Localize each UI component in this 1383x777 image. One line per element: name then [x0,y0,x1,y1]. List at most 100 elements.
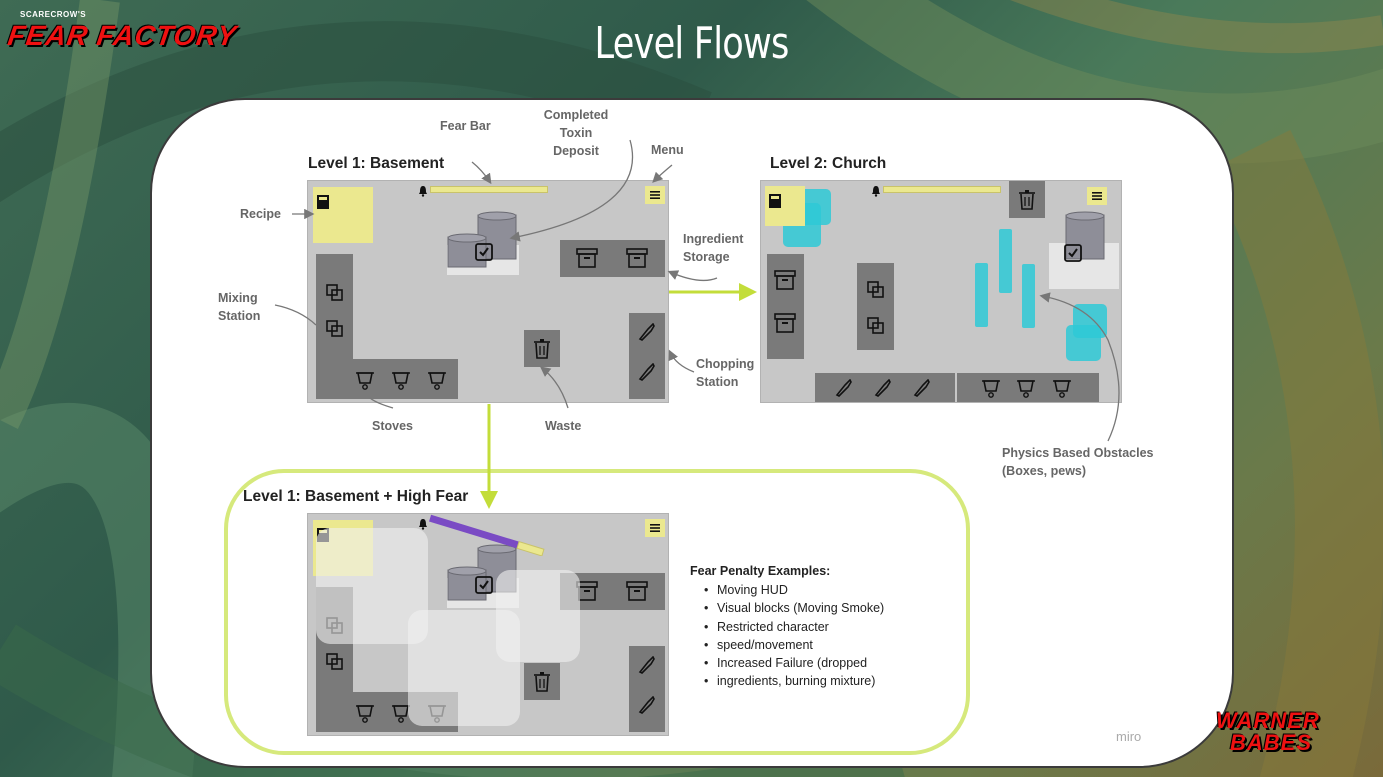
storage-box-icon [576,248,598,268]
ingredient-storage-counter [767,254,804,359]
fear-bar [883,186,1001,193]
stove-pot-icon [982,378,1000,398]
logo-bottom-text-1: WARNER [1216,708,1320,733]
logo-bottom-text-2: BABES [1230,730,1313,755]
penalty-item: Increased Failure (dropped [704,654,884,672]
knife-icon [638,696,656,714]
toxin-barrels-icon [446,211,521,271]
trash-icon [1019,190,1035,210]
menu-button[interactable] [645,186,665,204]
menu-icon [650,191,660,199]
stove-pot-icon [356,370,374,390]
stove-pot-icon [1017,378,1035,398]
logo-small-text: SCARECROW'S [20,10,87,19]
toxin-barrels-icon [1064,211,1106,263]
penalty-item: Visual blocks (Moving Smoke) [704,599,884,617]
menu-button[interactable] [645,519,665,537]
recipe-panel [765,186,805,226]
physics-box-obstacle [1066,325,1101,361]
stove-pot-icon [1053,378,1071,398]
stove-pot-icon [356,703,374,723]
smoke-cloud [496,570,580,662]
penalty-item-cont: ingredients, burning mixture) [704,672,884,690]
checkmark-icon [475,576,493,594]
level2-map [760,180,1122,403]
mixing-bowl-icon [326,320,343,337]
level1-map [307,180,669,403]
slide-title: Level Flows [594,18,790,69]
pew-obstacle [975,263,988,327]
mixing-bowl-icon [867,281,884,298]
warner-babes-logo: WARNER BABES [1212,708,1362,756]
physics-line-1: Physics Based Obstacles [1002,446,1154,460]
recipe-panel [313,187,373,243]
menu-icon [650,524,660,532]
storage-box-icon [626,248,648,268]
fear-penalty-examples: Fear Penalty Examples: Moving HUD Visual… [690,562,884,691]
knife-icon [638,656,656,674]
level-highfear-map [307,513,669,736]
waste-label: Waste [545,419,582,433]
stoves-counter [957,373,1099,402]
storage-box-icon [774,270,796,290]
knife-icon [638,363,656,381]
pew-obstacle [999,229,1012,293]
pew-obstacle [1022,264,1035,328]
chopping-station-counter [815,373,955,402]
waste-bin [524,663,560,700]
chopping-line-2: Station [696,375,739,389]
menu-icon [1092,192,1102,200]
moving-fear-bar [429,514,545,556]
ingredient-line-1: Ingredient [683,232,744,246]
completed-toxin-label: Completed Toxin Deposit [540,106,612,160]
knife-icon [874,379,892,397]
bell-icon [418,518,428,530]
ingredient-storage-label: Ingredient Storage [683,230,743,266]
fear-factory-logo: SCARECROW'S FEAR FACTORY [6,10,258,51]
physics-obstacles-label: Physics Based Obstacles (Boxes, pews) [1002,444,1153,480]
physics-line-2: (Boxes, pews) [1002,464,1087,478]
miro-watermark: miro [1116,729,1142,744]
checkmark-icon [1064,244,1082,262]
penalty-item: Restricted character [704,618,884,636]
completed-line-3: Deposit [553,144,599,158]
ingredient-line-2: Storage [683,250,730,264]
chopping-station-counter [629,646,665,732]
menu-button[interactable] [1087,187,1107,205]
checkmark-icon [475,243,493,261]
trash-icon [534,672,550,692]
recipe-label: Recipe [240,207,281,221]
level2-title: Level 2: Church [770,155,887,172]
bell-icon [418,185,428,197]
penalty-item-cont: speed/movement [704,636,884,654]
knife-icon [638,323,656,341]
mixing-station-label: Mixing Station [218,289,260,325]
ingredient-storage-counter [560,240,665,277]
mixing-line-2: Station [218,309,261,323]
chopping-station-label: Chopping Station [696,355,754,391]
high-fear-frame [224,469,970,755]
waste-bin [1009,181,1045,218]
storage-box-icon [774,313,796,333]
fear-penalty-title: Fear Penalty Examples: [690,564,831,578]
level1-title: Level 1: Basement [308,155,445,172]
chopping-station-counter [629,313,665,399]
penalty-list: Moving HUD Visual blocks (Moving Smoke) … [704,581,884,690]
stove-pot-icon [392,703,410,723]
stove-pot-icon [428,370,446,390]
knife-icon [835,379,853,397]
menu-label: Menu [651,143,684,157]
penalty-item: Moving HUD [704,581,884,599]
waste-bin [524,330,560,367]
fear-bar-label: Fear Bar [440,119,491,133]
storage-box-icon [626,581,648,601]
mixing-bowl-icon [326,653,343,670]
mixing-bowl-icon [326,284,343,301]
mixing-bowl-icon [867,317,884,334]
recipe-book-icon [769,194,781,208]
fear-bar [430,186,548,193]
stove-pot-icon [392,370,410,390]
level-highfear-title: Level 1: Basement + High Fear [243,488,469,505]
completed-line-2: Toxin [559,126,593,140]
trash-icon [534,339,550,359]
